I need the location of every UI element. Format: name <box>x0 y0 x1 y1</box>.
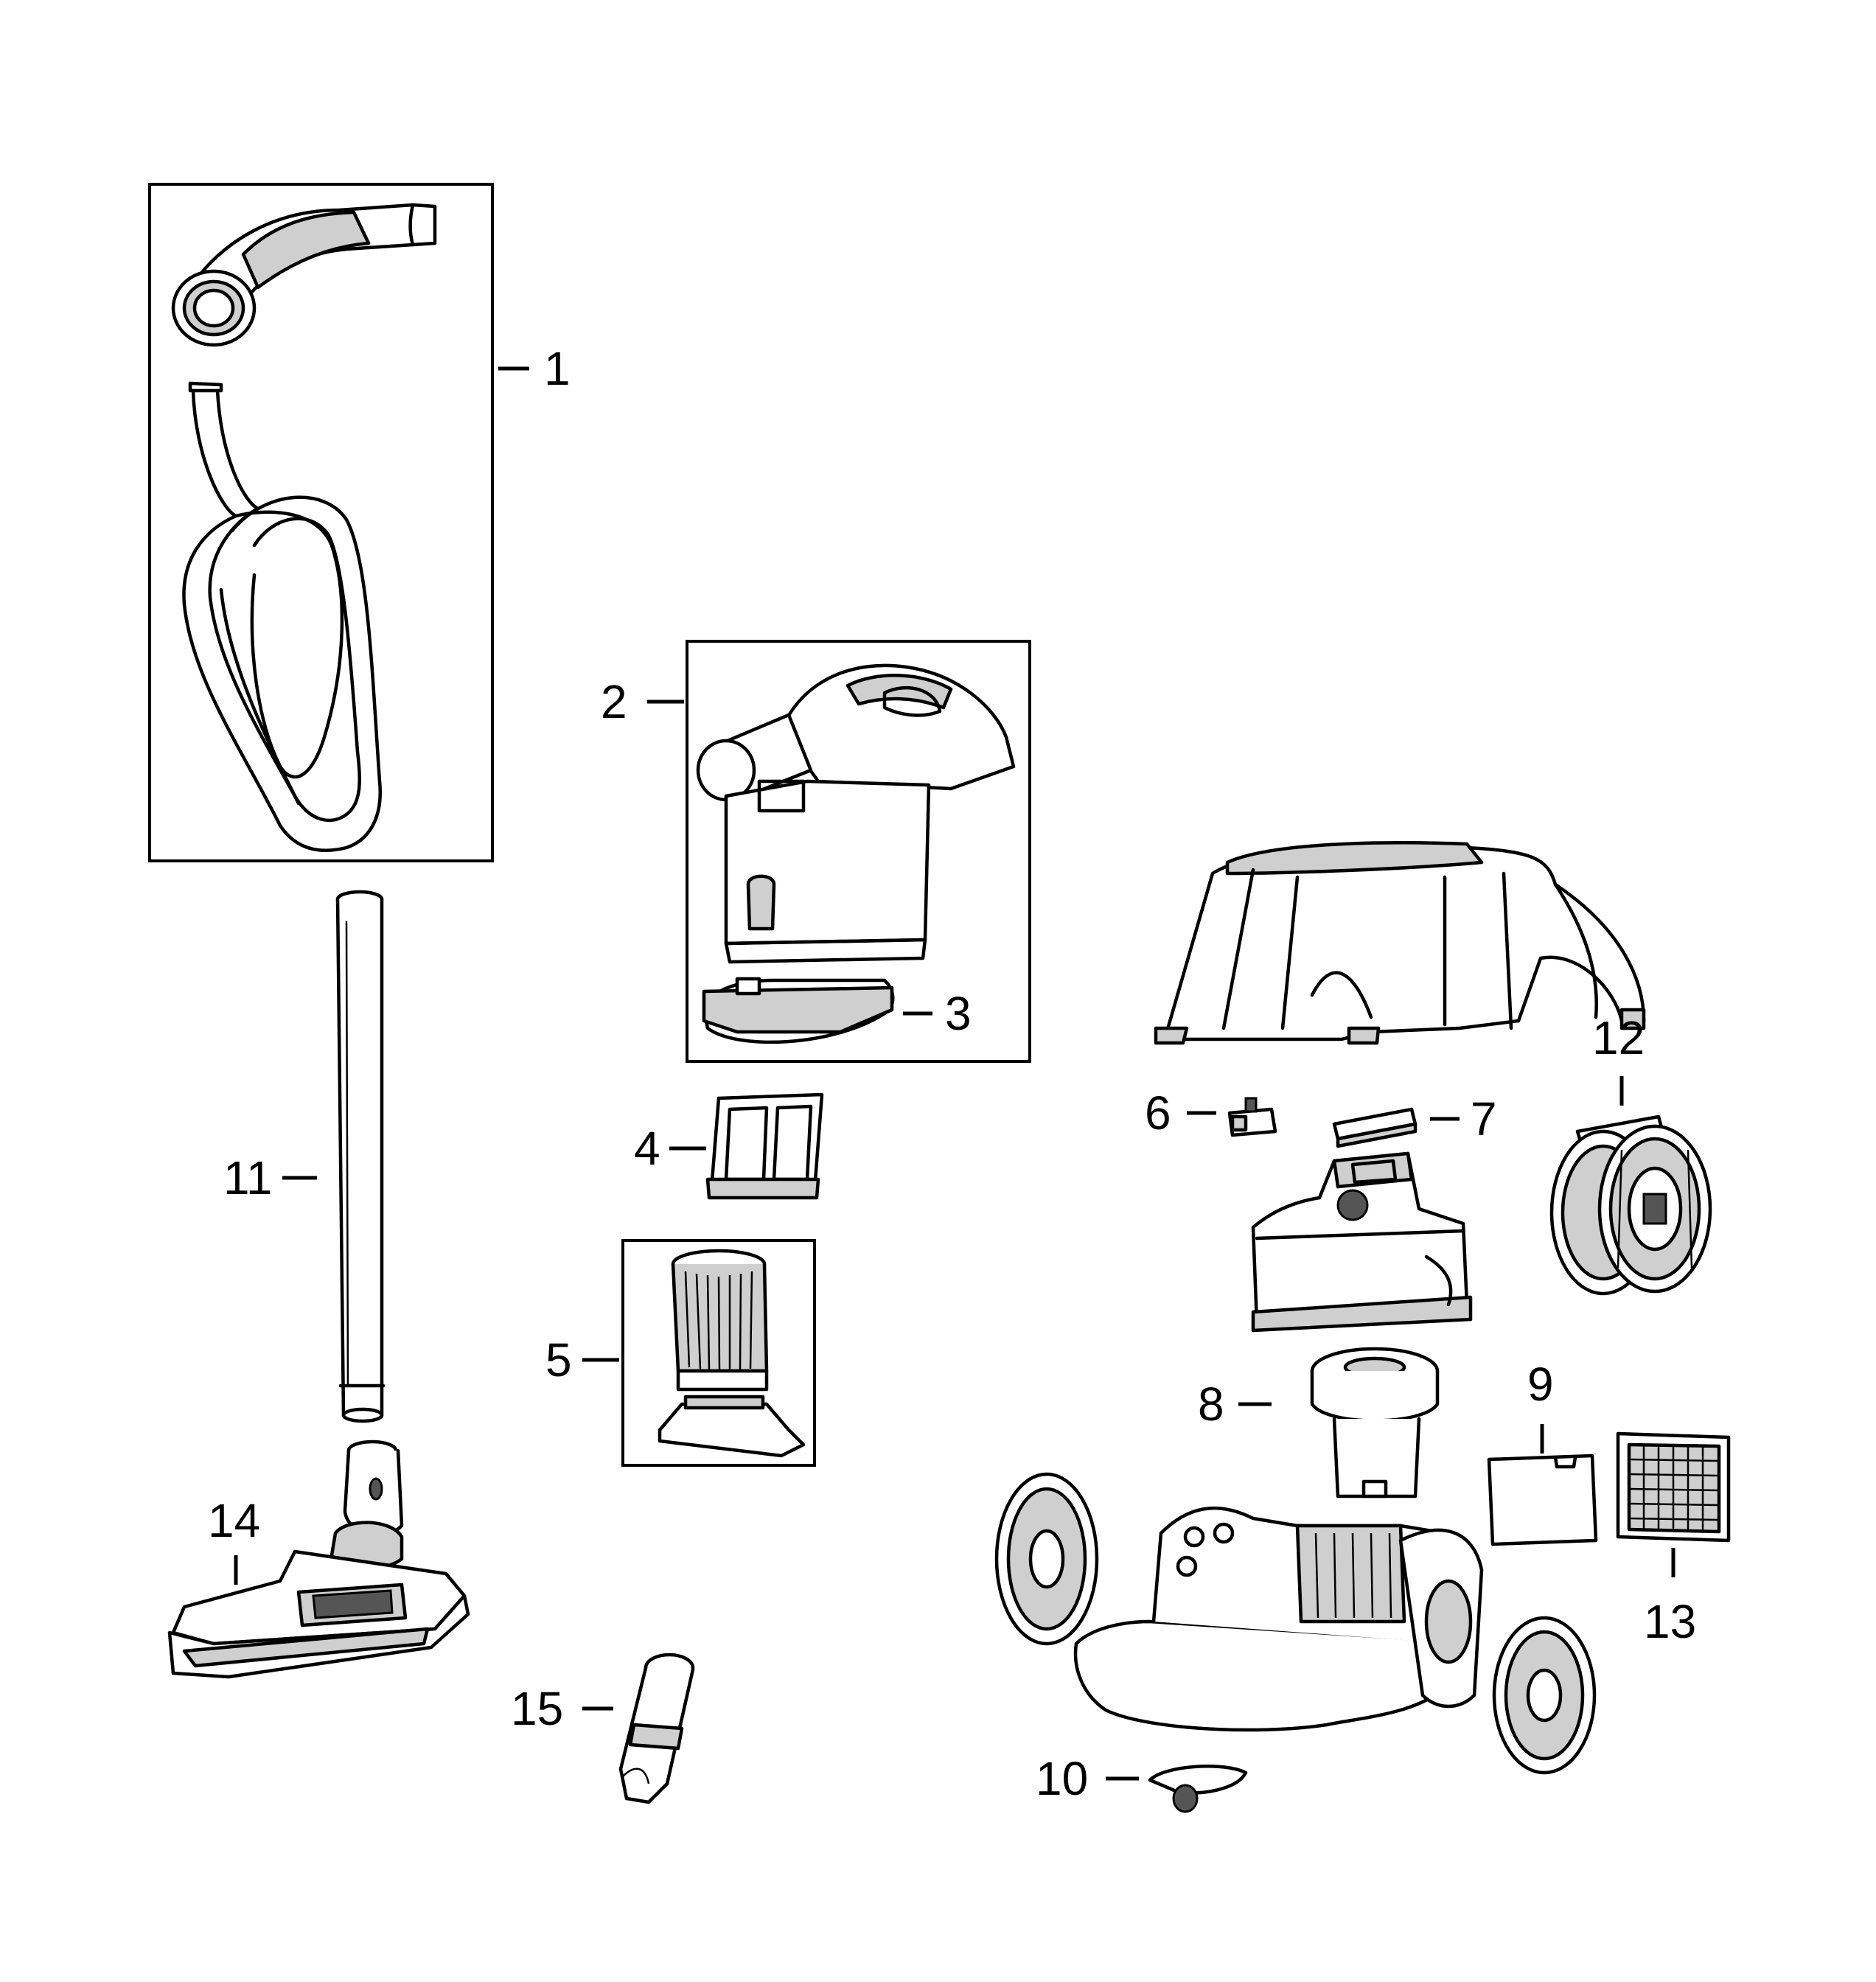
part-dirt-cup-assembly <box>686 640 1031 1063</box>
group-box-hose <box>148 183 494 862</box>
part-filter-screen <box>705 1092 824 1200</box>
part-switch <box>1227 1097 1277 1137</box>
flex-hose <box>182 381 383 852</box>
part-motor-housing <box>1251 1151 1473 1333</box>
part-exhaust-pad <box>1332 1107 1418 1148</box>
callouts: 1 2 3 4 5 6 7 8 9 10 11 12 13 14 15 <box>208 342 1696 1805</box>
label-12: 12 <box>1592 1011 1645 1064</box>
label-3: 3 <box>945 987 972 1040</box>
part-cord-reel <box>1549 1114 1712 1296</box>
part-caster <box>1148 1765 1248 1813</box>
label-5: 5 <box>545 1333 572 1386</box>
part-motor <box>1310 1347 1440 1498</box>
label-9: 9 <box>1527 1358 1554 1411</box>
label-2: 2 <box>601 675 627 728</box>
label-15: 15 <box>511 1682 563 1735</box>
part-crevice-tool <box>618 1653 695 1804</box>
part-hood <box>1154 841 1646 1045</box>
label-10: 10 <box>1036 1752 1088 1805</box>
part-extension-wand <box>335 890 386 1423</box>
part-floor-nozzle <box>167 1440 470 1679</box>
label-1: 1 <box>544 342 571 395</box>
hose-handle <box>171 203 437 347</box>
label-6: 6 <box>1145 1086 1171 1140</box>
part-exhaust-grill <box>1616 1431 1731 1543</box>
label-8: 8 <box>1198 1378 1224 1431</box>
part-hose-assembly <box>148 183 494 862</box>
label-4: 4 <box>634 1122 660 1175</box>
group-box-filter <box>621 1239 816 1467</box>
part-filter-pad <box>1487 1454 1598 1546</box>
label-11: 11 <box>223 1151 272 1204</box>
part-pleated-filter <box>621 1239 816 1467</box>
label-7: 7 <box>1471 1092 1497 1145</box>
group-box-dirt-cup <box>686 640 1031 1063</box>
label-14: 14 <box>208 1494 260 1547</box>
label-13: 13 <box>1644 1595 1696 1648</box>
part-canister-base <box>994 1472 1597 1775</box>
